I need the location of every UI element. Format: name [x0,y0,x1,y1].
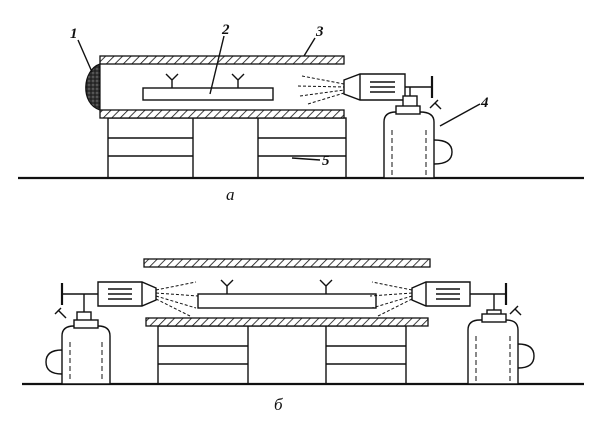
bottom-plate-a [99,109,345,119]
end-plug [85,63,101,111]
panel-a: 1 2 3 4 5 а [18,22,584,204]
label-4: 4 [480,95,489,111]
top-plate-b [143,258,431,268]
tank-b-left [45,319,111,385]
caption-a: а [226,185,235,204]
label-2: 2 [221,22,230,38]
caption-b: б [274,395,283,414]
tank-b-right [467,313,535,385]
stand-b [157,325,407,385]
torch-a [343,73,434,109]
label-1: 1 [70,26,78,42]
workpiece-a [142,73,274,101]
top-plate-a [99,55,345,65]
spray-a [297,75,345,105]
leader-lines-a [77,35,481,161]
label-3: 3 [315,24,324,40]
spray-b-right [369,281,413,317]
stand-a [107,117,347,179]
bottom-plate-b [145,317,429,327]
workpiece-b [197,279,377,309]
label-5: 5 [322,153,330,169]
spray-b-left [155,281,199,317]
tank-a [383,99,453,179]
torch-b-left [54,281,157,325]
panel-b: б [22,258,584,414]
